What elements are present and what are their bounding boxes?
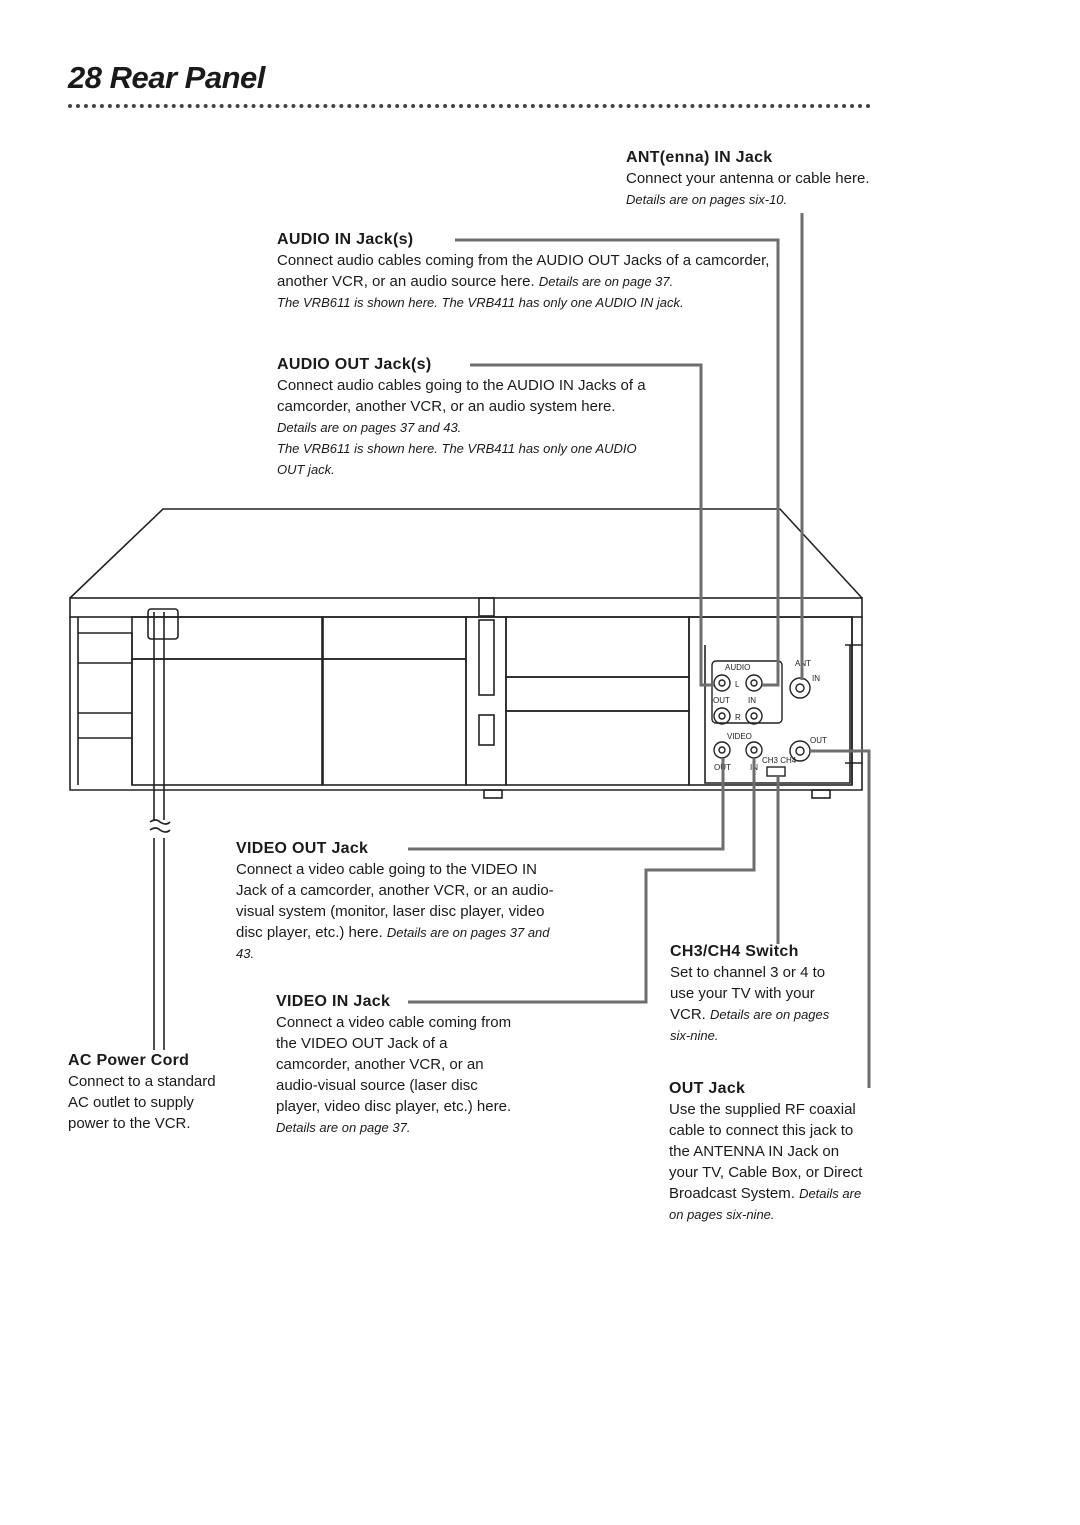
out-jack-heading: OUT Jack	[669, 1080, 746, 1097]
video-out-details: Details are on pages 37 and 43.	[236, 925, 550, 961]
audio-in-note: The VRB611 is shown here. The VRB411 has…	[277, 295, 684, 310]
jack-cluster	[711, 660, 811, 777]
audio-in-callout: AUDIO IN Jack(s) Connect audio cables co…	[277, 229, 772, 313]
audio-label: AUDIO	[725, 663, 750, 672]
audio-in-label: IN	[748, 696, 756, 705]
antenna-in-details: Details are on pages six-10.	[626, 192, 788, 207]
page-title: 28 Rear Panel	[68, 60, 265, 96]
audio-out-callout: AUDIO OUT Jack(s) Connect audio cables g…	[277, 354, 687, 480]
ac-power-body: Connect to a standard AC outlet to suppl…	[68, 1073, 216, 1132]
audio-out-body: Connect audio cables going to the AUDIO …	[277, 377, 646, 415]
video-in-details: Details are on page 37.	[276, 1120, 411, 1135]
antenna-in-callout: ANT(enna) IN Jack Connect your antenna o…	[626, 147, 871, 210]
video-label: VIDEO	[727, 732, 752, 741]
video-in-callout: VIDEO IN Jack Connect a video cable comi…	[276, 991, 521, 1138]
vcr-body	[69, 508, 863, 799]
leader-video-in	[408, 758, 756, 1004]
ch3-ch4-details: Details are on pages six-nine.	[670, 1007, 830, 1043]
audio-out-heading: AUDIO OUT Jack(s)	[277, 356, 432, 373]
out-jack-callout: OUT Jack Use the supplied RF coaxial cab…	[669, 1078, 869, 1225]
audio-out-details: Details are on pages 37 and 43.	[277, 420, 462, 435]
audio-in-details: Details are on page 37.	[538, 274, 674, 289]
audio-in-body: Connect audio cables coming from the AUD…	[277, 252, 770, 290]
title-divider	[68, 104, 871, 108]
leader-audio-in	[455, 238, 780, 687]
audio-in-heading: AUDIO IN Jack(s)	[277, 231, 414, 248]
video-in-heading: VIDEO IN Jack	[276, 993, 391, 1010]
out-jack-details: Details are on pages six-nine.	[669, 1186, 862, 1222]
ch3-ch4-body: Set to channel 3 or 4 to use your TV wit…	[670, 964, 826, 1023]
rf-out-label: OUT	[810, 736, 827, 745]
page-number: 28	[68, 60, 102, 95]
out-jack-body: Use the supplied RF coaxial cable to con…	[669, 1101, 863, 1202]
ch3-ch4-label: CH3 CH4	[762, 756, 797, 765]
video-out-body: Connect a video cable going to the VIDEO…	[236, 861, 554, 941]
leader-video-out	[408, 758, 725, 851]
antenna-in-body: Connect your antenna or cable here.	[626, 170, 870, 187]
leader-out-jack	[810, 749, 871, 1088]
power-cord	[147, 608, 179, 1050]
audio-left-label: L	[735, 680, 740, 689]
leader-lines	[408, 213, 871, 1088]
ac-power-heading: AC Power Cord	[68, 1052, 190, 1069]
ch3-ch4-callout: CH3/CH4 Switch Set to channel 3 or 4 to …	[670, 941, 840, 1046]
ant-in-label: IN	[812, 674, 820, 683]
leader-audio-out	[470, 363, 714, 687]
video-in-body: Connect a video cable coming from the VI…	[276, 1014, 512, 1115]
audio-right-label: R	[735, 713, 741, 722]
ac-power-callout: AC Power Cord Connect to a standard AC o…	[68, 1050, 223, 1134]
audio-out-note: The VRB611 is shown here. The VRB411 has…	[277, 441, 637, 477]
video-out-callout: VIDEO OUT Jack Connect a video cable goi…	[236, 838, 556, 964]
video-out-heading: VIDEO OUT Jack	[236, 840, 369, 857]
page-title-text: Rear Panel	[109, 60, 266, 95]
audio-out-label: OUT	[713, 696, 730, 705]
ch3-ch4-heading: CH3/CH4 Switch	[670, 943, 799, 960]
antenna-in-heading: ANT(enna) IN Jack	[626, 149, 773, 166]
